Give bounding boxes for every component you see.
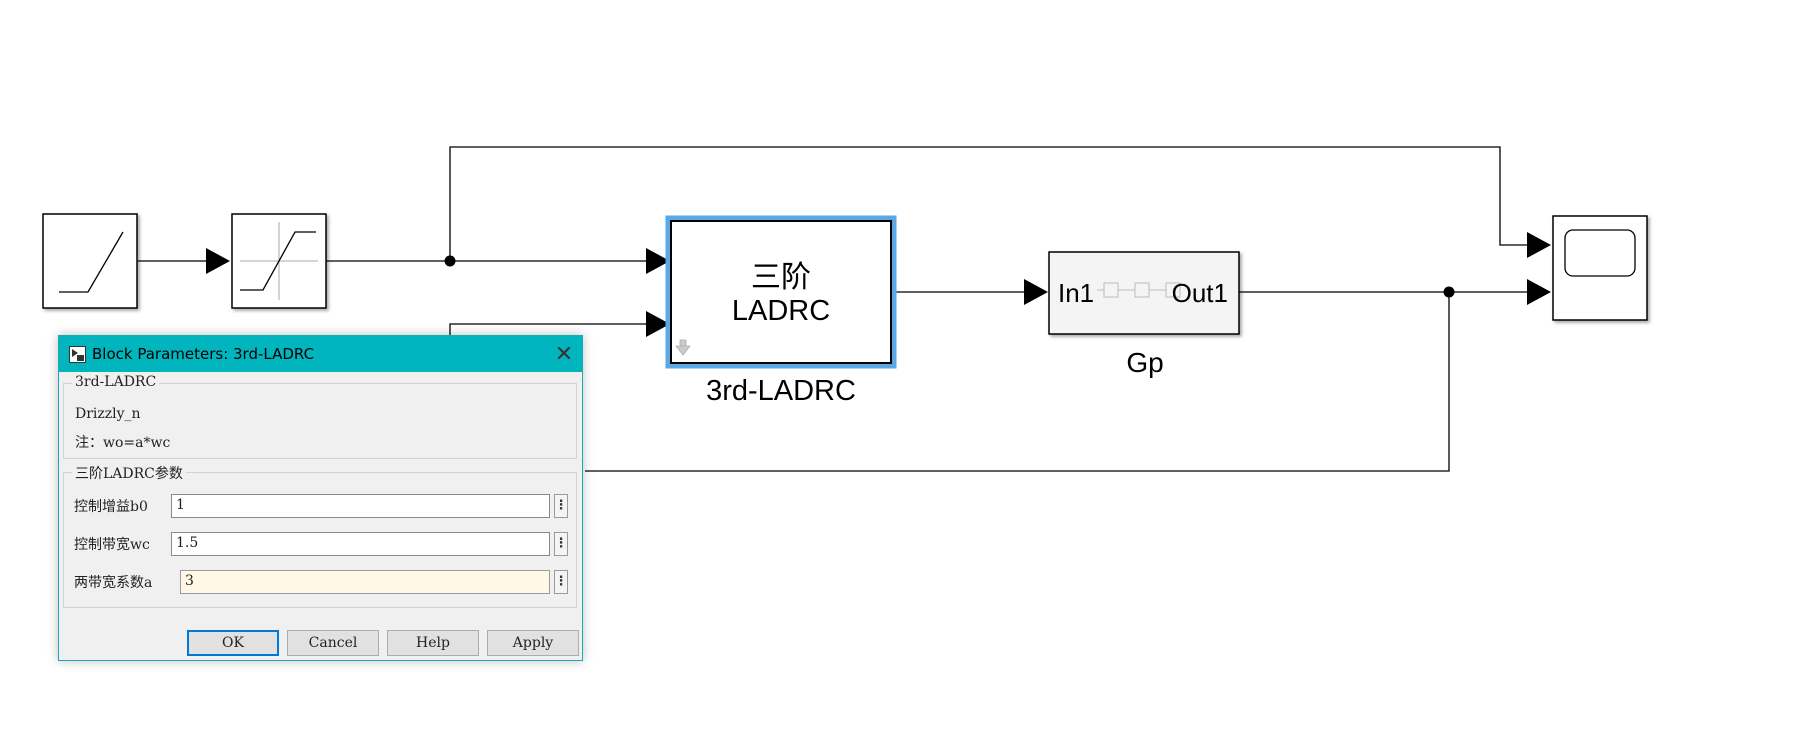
param-a-menu-button[interactable]: ⋮ bbox=[554, 570, 568, 594]
ladrc-block-text-line2: LADRC bbox=[732, 295, 830, 327]
arrowhead-ladrc-input-1 bbox=[646, 248, 670, 274]
scope-screen-icon bbox=[1564, 229, 1636, 277]
signal-feedback-to-ladrc[interactable] bbox=[449, 323, 648, 335]
parameters-group-title: 三阶LADRC参数 bbox=[72, 463, 186, 483]
param-row-wc: 控制带宽wc 1.5 ⋮ bbox=[74, 531, 574, 557]
param-wc-field[interactable]: 1.5 bbox=[171, 532, 550, 556]
param-a-field[interactable]: 3 bbox=[180, 570, 550, 594]
plant-subsystem-block[interactable]: In1 Out1 bbox=[1048, 251, 1240, 335]
saturation-icon bbox=[240, 222, 318, 300]
arrowhead-scope-input-2 bbox=[1527, 279, 1551, 305]
param-wc-menu-button[interactable]: ⋮ bbox=[554, 532, 568, 556]
signal-feedback[interactable] bbox=[585, 292, 1450, 472]
ladrc-block-name[interactable]: 3rd-LADRC bbox=[706, 375, 856, 407]
branch-point-reference bbox=[444, 255, 456, 267]
arrowhead-scope-input-1 bbox=[1527, 232, 1551, 258]
arrowhead-plant-input bbox=[1024, 279, 1048, 305]
mask-note-text: 注：wo=a*wc bbox=[75, 435, 171, 451]
simulink-app-icon bbox=[69, 345, 86, 363]
branch-point-output bbox=[1443, 286, 1455, 298]
mask-description-group-title: 3rd-LADRC bbox=[72, 374, 160, 390]
arrowhead-saturation-input bbox=[206, 248, 230, 274]
dialog-title: Block Parameters: 3rd-LADRC bbox=[92, 345, 315, 363]
plant-in-port-label: In1 bbox=[1058, 278, 1094, 308]
param-label-wc: 控制带宽wc bbox=[74, 537, 150, 553]
param-b0-field[interactable]: 1 bbox=[171, 494, 550, 518]
param-b0-menu-button[interactable]: ⋮ bbox=[554, 494, 568, 518]
block-parameters-dialog[interactable]: Block Parameters: 3rd-LADRC ✕ 3rd-LADRC … bbox=[58, 335, 583, 661]
arrowhead-ladrc-input-2 bbox=[646, 311, 670, 337]
subsystem-internal-icon bbox=[1097, 282, 1181, 298]
close-icon[interactable]: ✕ bbox=[554, 341, 574, 367]
param-row-b0: 控制增益b0 1 ⋮ bbox=[74, 493, 574, 519]
parameters-group: 三阶LADRC参数 控制增益b0 1 ⋮ 控制带宽wc 1.5 ⋮ 两带宽系数a… bbox=[63, 463, 577, 608]
param-label-b0: 控制增益b0 bbox=[74, 499, 148, 515]
subsystem-mask-arrow-icon bbox=[675, 339, 691, 356]
ladrc-block-text-line1: 三阶 bbox=[751, 261, 811, 294]
scope-block[interactable] bbox=[1552, 215, 1648, 321]
help-button[interactable]: Help bbox=[387, 630, 479, 656]
ramp-block[interactable] bbox=[42, 213, 138, 309]
param-label-a: 两带宽系数a bbox=[74, 575, 153, 591]
signal-reference-to-scope[interactable] bbox=[449, 146, 1528, 261]
apply-button[interactable]: Apply bbox=[487, 630, 579, 656]
ok-button[interactable]: OK bbox=[187, 630, 279, 656]
ladrc-subsystem-block[interactable]: 三阶 LADRC bbox=[665, 215, 897, 369]
mask-author-text: Drizzly_n bbox=[75, 406, 141, 422]
saturation-block[interactable] bbox=[231, 213, 327, 309]
dialog-title-bar[interactable]: Block Parameters: 3rd-LADRC ✕ bbox=[59, 336, 582, 372]
plant-out-port-label: Out1 bbox=[1172, 278, 1228, 308]
mask-description-group: 3rd-LADRC Drizzly_n 注：wo=a*wc bbox=[63, 374, 577, 459]
cancel-button[interactable]: Cancel bbox=[287, 630, 379, 656]
param-row-a: 两带宽系数a 3 ⋮ bbox=[74, 569, 574, 595]
ramp-icon bbox=[59, 231, 124, 293]
plant-block-name[interactable]: Gp bbox=[1126, 347, 1163, 378]
